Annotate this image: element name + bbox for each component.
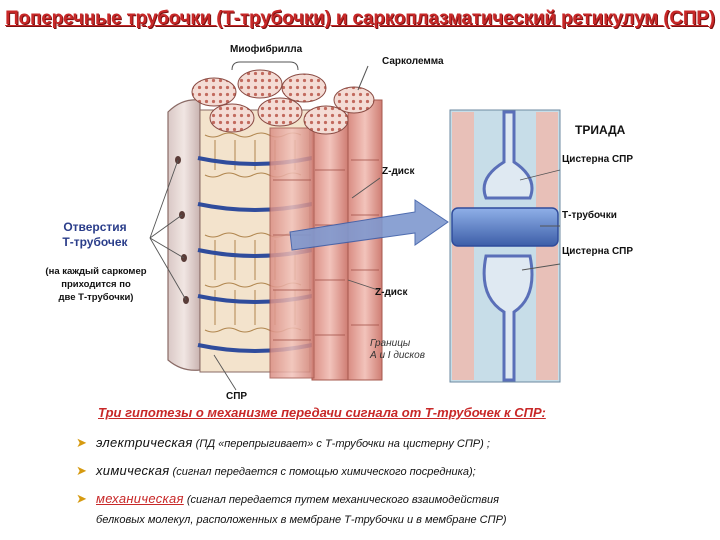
label-z-disk-bottom: Z-диск bbox=[375, 287, 408, 298]
arrow-bullet-icon: ➤ bbox=[76, 434, 87, 452]
hypotheses-title: Три гипотезы о механизме передачи сигнал… bbox=[98, 405, 546, 420]
label-t-tubule-openings: Отверстия Т-трубочек bbox=[40, 220, 150, 250]
arrow-bullet-icon: ➤ bbox=[76, 490, 87, 508]
muscle-fiber-diagram bbox=[0, 0, 720, 400]
label-triad: ТРИАДА bbox=[575, 123, 625, 137]
label-myofibril: Миофибрилла bbox=[230, 44, 302, 55]
label-boundaries: Границы А и I дисков bbox=[370, 338, 425, 362]
arrow-bullet-icon: ➤ bbox=[76, 462, 87, 480]
label-z-disk-top: Z-диск bbox=[382, 166, 415, 177]
label-cistern-top: Цистерна СПР bbox=[562, 154, 633, 165]
myofibril-ends bbox=[192, 70, 374, 134]
label-t-tubules: Т-трубочки bbox=[562, 210, 617, 221]
label-openings-note: (на каждый саркомер приходится по две Т-… bbox=[30, 265, 162, 304]
sarcolemma-pointer bbox=[358, 66, 368, 90]
label-sarcolemma: Сарколемма bbox=[382, 56, 444, 67]
label-spr: СПР bbox=[226, 391, 247, 402]
myofibril-brace bbox=[232, 62, 298, 70]
label-cistern-bottom: Цистерна СПР bbox=[562, 246, 633, 257]
triad-inset bbox=[450, 110, 560, 382]
